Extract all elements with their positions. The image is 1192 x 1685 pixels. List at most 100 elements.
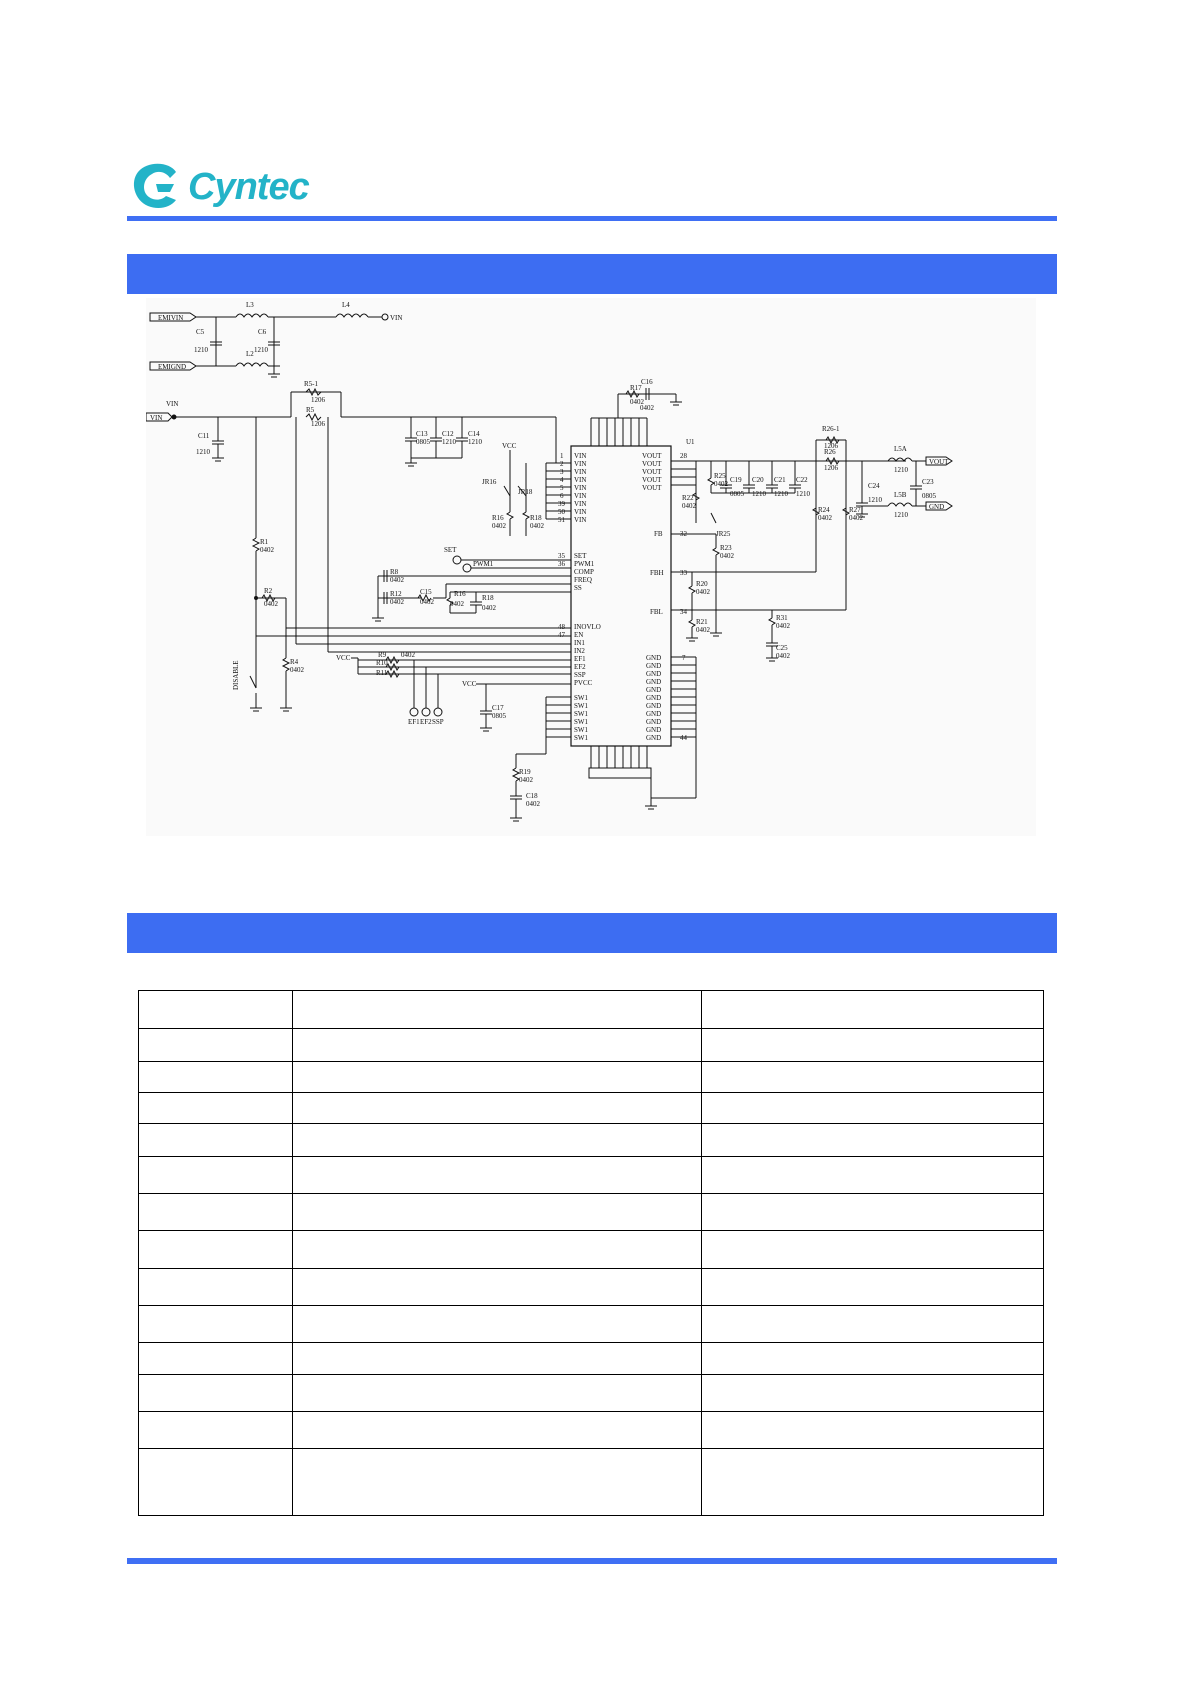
net-vout: VOUT bbox=[929, 458, 949, 466]
pin-sw1-d: SW1 bbox=[574, 718, 589, 726]
label-jr18: JR18 bbox=[518, 488, 533, 496]
vin-input-rail: VIN VIN C11 1210 R5-1 1206 R5 1206 C13 0… bbox=[146, 380, 571, 467]
label-c10: R12 bbox=[390, 590, 402, 598]
pin-vin-5: VIN bbox=[574, 484, 586, 492]
pkg-r21: 0402 bbox=[696, 626, 711, 634]
pinnum-48: 48 bbox=[558, 623, 566, 631]
pinnum-1: 1 bbox=[560, 452, 564, 460]
pkg-r1: 0402 bbox=[260, 546, 275, 554]
label-r22: R22 bbox=[682, 494, 694, 502]
pin-vin-3: VIN bbox=[574, 468, 586, 476]
table-row bbox=[138, 1060, 1044, 1093]
table-cell bbox=[138, 1410, 293, 1450]
label-c13: C13 bbox=[416, 430, 428, 438]
pkg-r5-1: 1206 bbox=[311, 396, 326, 404]
label-c16: C16 bbox=[641, 378, 653, 386]
pinnum-50: 50 bbox=[558, 508, 566, 516]
table-row bbox=[138, 1373, 1044, 1412]
pin-gnd-11: GND bbox=[646, 686, 661, 694]
table-cell bbox=[138, 1342, 293, 1375]
pin-vout-28: VOUT bbox=[642, 452, 662, 460]
pinnum-2: 2 bbox=[560, 460, 564, 468]
pinnum-34: 34 bbox=[680, 608, 688, 616]
label-c19: C19 bbox=[730, 476, 742, 484]
table-cell bbox=[701, 1060, 1044, 1093]
table-cell bbox=[701, 1304, 1044, 1344]
pin-vout-31: VOUT bbox=[642, 476, 662, 484]
pkg-r5: 1206 bbox=[311, 420, 326, 428]
pkg-c16: 0402 bbox=[640, 404, 655, 412]
label-c25: C25 bbox=[776, 644, 788, 652]
control-section: VCC JR16 JR18 R16 0402 R18 0402 SET PWM1… bbox=[232, 417, 571, 732]
label-r5: R5 bbox=[306, 406, 315, 414]
net-vin-top: VIN bbox=[390, 314, 402, 322]
label-c23: C23 bbox=[922, 478, 934, 486]
table-row bbox=[138, 989, 1044, 1030]
table-cell bbox=[138, 1123, 293, 1157]
label-r24: R24 bbox=[818, 506, 830, 514]
pkg-r26-1: 1206 bbox=[824, 442, 839, 450]
label-r31: R31 bbox=[776, 614, 788, 622]
pkg-r24: 0402 bbox=[818, 514, 833, 522]
pin-gnd-10: GND bbox=[646, 678, 661, 686]
table-row bbox=[138, 1123, 1044, 1157]
logo-text: Cyntec bbox=[188, 166, 310, 208]
table-row bbox=[138, 1304, 1044, 1344]
table-cell bbox=[138, 1267, 293, 1306]
label-c12: C12 bbox=[442, 430, 454, 438]
net-ssp: SSP bbox=[432, 718, 444, 726]
pin-gnd-14: GND bbox=[646, 710, 661, 718]
schematic-svg: EMIVIN EMIGND L3 L4 VIN L2 C5 1210 C6 12… bbox=[146, 301, 953, 822]
net-gnd: GND bbox=[929, 503, 944, 511]
pin-vin-1: VIN bbox=[574, 452, 586, 460]
label-r11: R11 bbox=[376, 669, 388, 677]
pin-vin-39: VIN bbox=[574, 500, 586, 508]
label-u1: U1 bbox=[686, 438, 695, 446]
pin-sw1-e: SW1 bbox=[574, 726, 589, 734]
pinnum-47: 47 bbox=[558, 631, 566, 639]
pkg-c13: 0805 bbox=[416, 438, 431, 446]
table-row bbox=[138, 1342, 1044, 1375]
pkg-r27: 0402 bbox=[849, 514, 864, 522]
label-r17: R17 bbox=[630, 384, 642, 392]
table-cell bbox=[701, 989, 1044, 1030]
net-vcc-pvcc: VCC bbox=[462, 680, 477, 688]
table-cell bbox=[291, 1060, 703, 1093]
pkg-c15: 0402 bbox=[482, 604, 497, 612]
pin-pvcc: PVCC bbox=[574, 679, 593, 687]
table-cell bbox=[701, 1373, 1044, 1412]
pkg-c6: 1210 bbox=[254, 346, 269, 354]
pin-in1: IN1 bbox=[574, 639, 585, 647]
table-cell bbox=[291, 1123, 703, 1157]
footer-rule bbox=[127, 1558, 1057, 1564]
pkg-r2: 0402 bbox=[264, 600, 279, 608]
label-r4: R4 bbox=[290, 658, 299, 666]
pkg-r26: 1206 bbox=[824, 464, 839, 472]
pinnum-6: 6 bbox=[560, 492, 564, 500]
pin-ef1: EF1 bbox=[574, 655, 586, 663]
pin-ssp: SSP bbox=[574, 671, 586, 679]
pinnum-36: 36 bbox=[558, 560, 566, 568]
pkg-r8: 0402 bbox=[420, 598, 435, 606]
pin-sw1-b: SW1 bbox=[574, 702, 589, 710]
label-c6: C6 bbox=[258, 328, 267, 336]
table-cell bbox=[138, 1373, 293, 1412]
table-row bbox=[138, 1267, 1044, 1306]
pkg-c9: 0402 bbox=[390, 576, 405, 584]
label-l2: L2 bbox=[246, 350, 254, 358]
pin-vin-6: VIN bbox=[574, 492, 586, 500]
data-table bbox=[138, 989, 1044, 1516]
pkg-c23: 0805 bbox=[922, 492, 937, 500]
pinnum-44: 44 bbox=[680, 734, 688, 742]
table-cell bbox=[291, 989, 703, 1030]
pin-pwm1: PWM1 bbox=[574, 560, 595, 568]
label-c14: C14 bbox=[468, 430, 480, 438]
pin-in2: IN2 bbox=[574, 647, 585, 655]
pinnum-33: 33 bbox=[680, 569, 688, 577]
table-row bbox=[138, 1192, 1044, 1232]
pin-en: EN bbox=[574, 631, 583, 639]
pkg-r19: 0402 bbox=[519, 776, 534, 784]
label-c11: C11 bbox=[198, 432, 210, 440]
label-c5: C5 bbox=[196, 328, 205, 336]
pin-vin-51: VIN bbox=[574, 516, 586, 524]
